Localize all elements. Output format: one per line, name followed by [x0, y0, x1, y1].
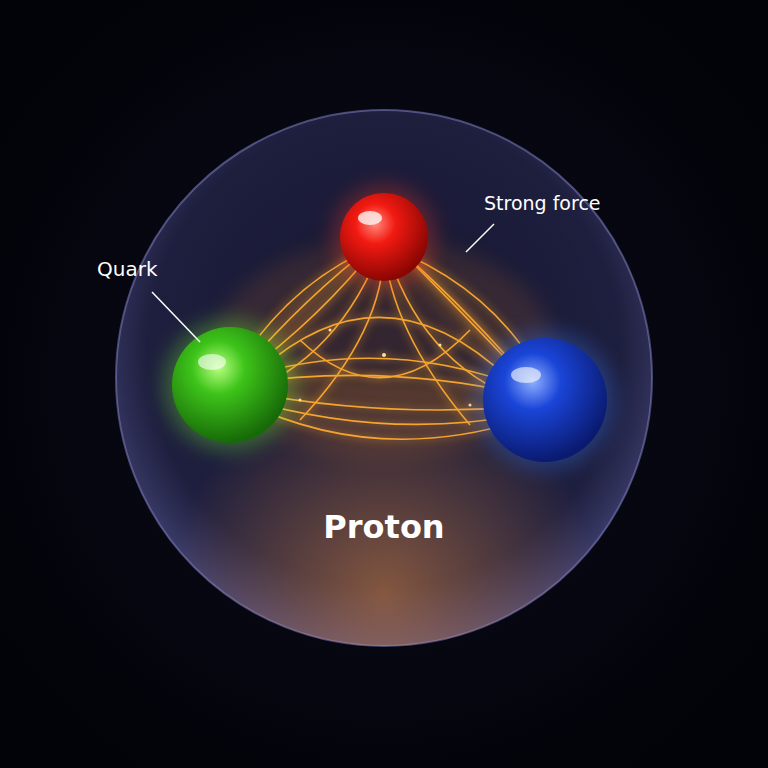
callout-label: Strong force	[484, 192, 601, 214]
particle-name: Proton	[114, 508, 654, 546]
callout-label: Quark	[97, 257, 157, 281]
proton-circle: Proton	[114, 108, 654, 648]
